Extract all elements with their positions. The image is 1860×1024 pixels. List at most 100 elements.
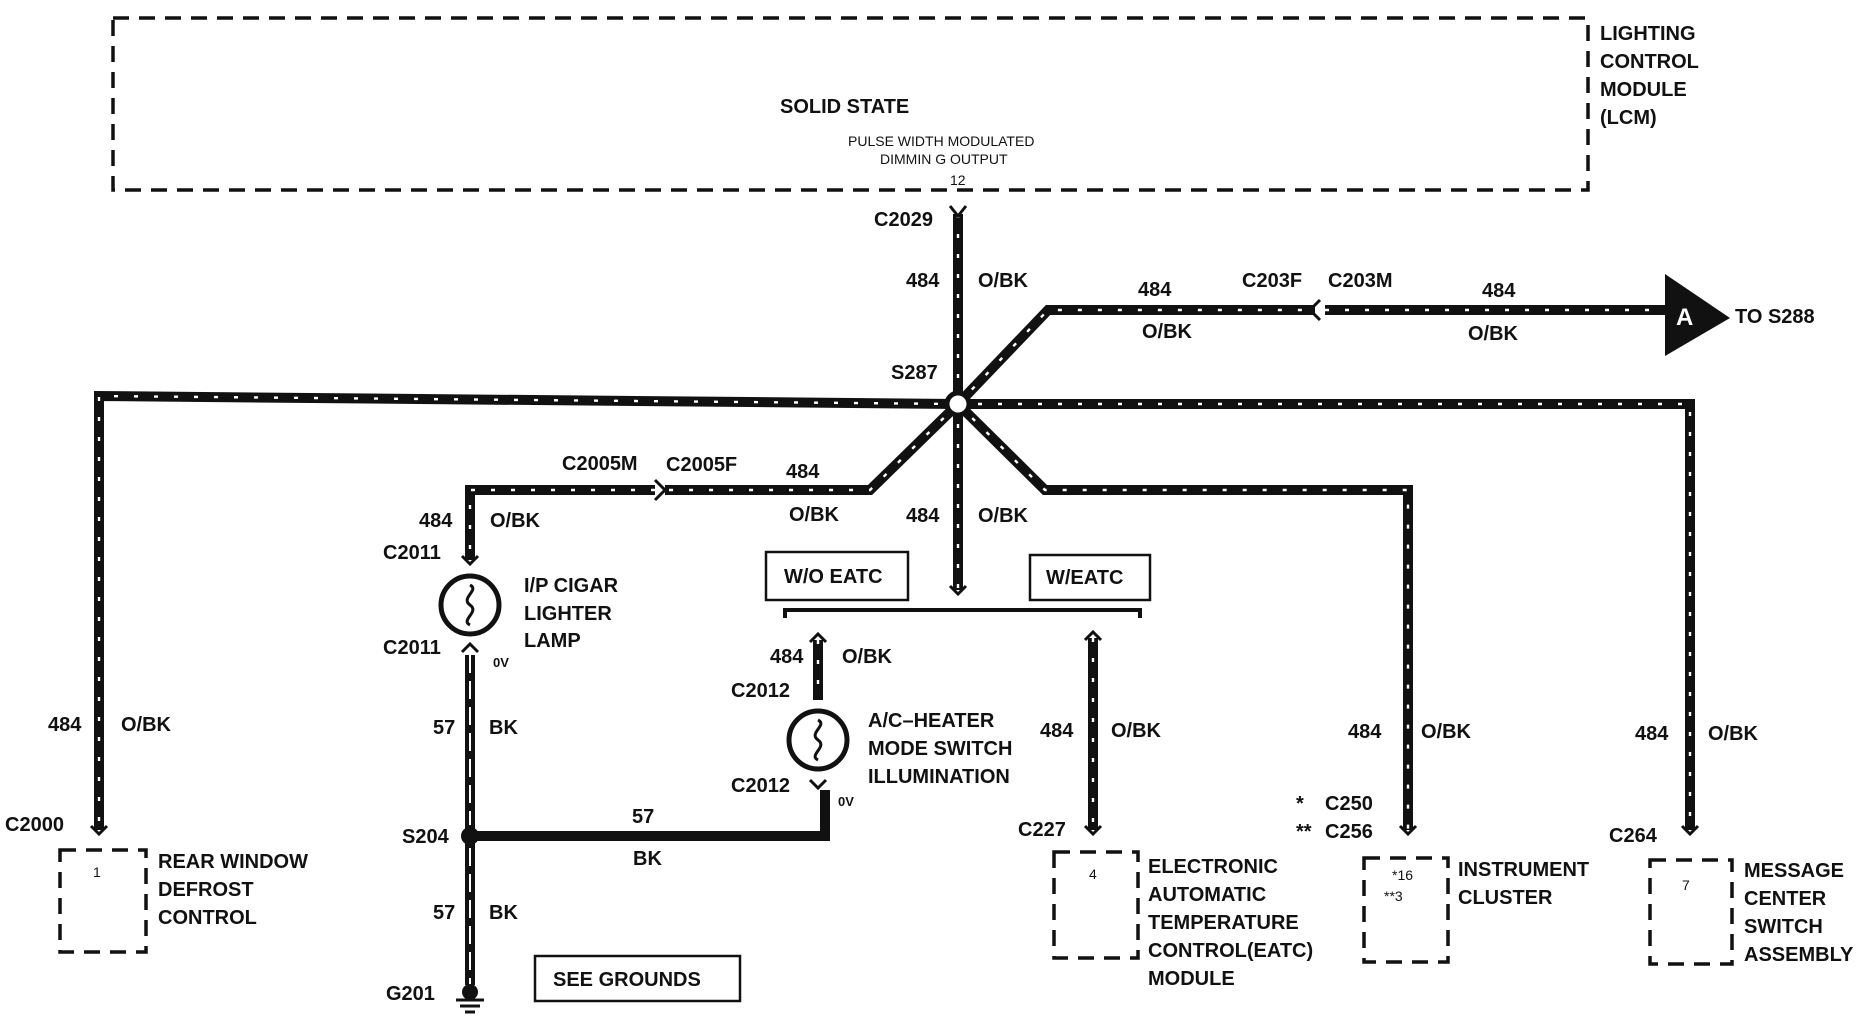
- circuit-num-c2005: 484: [786, 461, 820, 483]
- wo-eatc-tag: W/O EATC: [764, 550, 910, 602]
- message-center-pin: 7: [1682, 877, 1690, 893]
- instrument-cluster-box: [1362, 856, 1450, 964]
- circuit-color-cluster: O/BK: [1421, 721, 1472, 743]
- lcm-name-line1: LIGHTING: [1600, 23, 1696, 45]
- message-center-label-line2: CENTER: [1744, 888, 1827, 910]
- eatc-label-line3: TEMPERATURE: [1148, 912, 1299, 934]
- solid-state-label: SOLID STATE: [780, 96, 909, 118]
- eatc-label-line5: MODULE: [1148, 968, 1235, 990]
- circuit-color-cigar: O/BK: [490, 510, 541, 532]
- circuit-color-center: O/BK: [978, 505, 1029, 527]
- connector-c256-mark: **: [1296, 821, 1312, 843]
- lcm-pin-number: 12: [950, 172, 966, 188]
- circuit-num-eatc: 484: [1040, 720, 1074, 742]
- splice-s204-label: S204: [402, 826, 450, 848]
- cluster-pin-b: **3: [1384, 888, 1403, 904]
- connector-c2011-top: C2011: [383, 542, 441, 564]
- circuit-num-cigar: 484: [419, 510, 453, 532]
- see-grounds-label: SEE GROUNDS: [553, 969, 701, 991]
- message-center-label-line1: MESSAGE: [1744, 860, 1844, 882]
- ground-circuit-num-horizontal: 57: [632, 806, 654, 828]
- ground-circuit-color-upper: BK: [489, 717, 518, 739]
- lcm-name-line3: MODULE: [1600, 79, 1687, 101]
- arrow-letter: A: [1676, 304, 1693, 331]
- to-s288-arrow: A: [1665, 274, 1730, 356]
- eatc-option-bracket: [783, 608, 1142, 618]
- message-center-box: [1648, 858, 1734, 966]
- ground-g201-icon: [456, 984, 484, 1014]
- cigar-lamp-label-line3: LAMP: [524, 630, 581, 652]
- voltage-ac-label: 0V: [838, 794, 854, 809]
- connector-c203m: C203M: [1328, 270, 1392, 292]
- message-center-label-line3: SWITCH: [1744, 916, 1823, 938]
- connector-c227: C227: [1018, 819, 1066, 841]
- circuit-color-ac: O/BK: [842, 646, 893, 668]
- circuit-color-upper-right: O/BK: [1468, 323, 1519, 345]
- circuit-num-ac: 484: [770, 646, 804, 668]
- ground-circuit-num-upper: 57: [433, 717, 455, 739]
- connector-c250: C250: [1325, 793, 1373, 815]
- circuit-color-message-center: O/BK: [1708, 723, 1759, 745]
- circuit-color-c2005: O/BK: [789, 504, 840, 526]
- connector-c256: C256: [1325, 821, 1373, 843]
- splice-s287: [944, 390, 972, 418]
- connector-c2000: C2000: [5, 814, 64, 836]
- circuit-num-center: 484: [906, 505, 940, 527]
- connector-c203f: C203F: [1242, 270, 1302, 292]
- see-grounds-button[interactable]: SEE GROUNDS: [533, 954, 742, 1003]
- pwm-output-label-line1: PULSE WIDTH MODULATED: [848, 133, 1034, 149]
- connector-c2011-bottom: C2011: [383, 637, 441, 659]
- connector-c2012-top: C2012: [731, 680, 790, 702]
- wires-57: [465, 655, 830, 985]
- eatc-label-line2: AUTOMATIC: [1148, 884, 1266, 906]
- cigar-lighter-lamp-icon: [438, 573, 502, 637]
- ac-heater-label-line2: MODE SWITCH: [868, 738, 1012, 760]
- splice-s204: [461, 827, 479, 845]
- connector-c2005m: C2005M: [562, 453, 638, 475]
- circuit-color-eatc: O/BK: [1111, 720, 1162, 742]
- splice-s287-label: S287: [891, 362, 938, 384]
- ac-heater-lamp-icon: [786, 708, 850, 772]
- eatc-pin: 4: [1089, 866, 1097, 882]
- rear-window-pin: 1: [93, 864, 101, 880]
- cigar-lamp-label-line2: LIGHTER: [524, 603, 612, 625]
- to-s288-label: TO S288: [1735, 306, 1815, 328]
- cluster-label-line1: INSTRUMENT: [1458, 859, 1589, 881]
- wires-484: [94, 214, 1695, 830]
- ground-circuit-num-lower: 57: [433, 902, 455, 924]
- eatc-module-box: [1052, 850, 1140, 960]
- eatc-label-line1: ELECTRONIC: [1148, 856, 1278, 878]
- circuit-color-rear-window: O/BK: [121, 714, 172, 736]
- ground-circuit-color-horizontal: BK: [633, 848, 662, 870]
- connector-c250-mark: *: [1296, 793, 1304, 815]
- w-eatc-tag: W/EATC: [1028, 553, 1152, 602]
- cluster-label-line2: CLUSTER: [1458, 887, 1553, 909]
- circuit-num-upper-left: 484: [1138, 279, 1172, 301]
- circuit-color-main: O/BK: [978, 270, 1029, 292]
- connector-c2012-bottom: C2012: [731, 775, 790, 797]
- ground-g201-label: G201: [386, 983, 435, 1005]
- message-center-label-line4: ASSEMBLY: [1744, 944, 1854, 966]
- connector-c2029: C2029: [874, 209, 933, 231]
- cluster-pin-a: *16: [1392, 867, 1413, 883]
- ac-heater-label-line3: ILLUMINATION: [868, 766, 1010, 788]
- eatc-label-line4: CONTROL(EATC): [1148, 940, 1313, 962]
- circuit-num-main: 484: [906, 270, 940, 292]
- circuit-num-rear-window: 484: [48, 714, 82, 736]
- circuit-num-message-center: 484: [1635, 723, 1669, 745]
- rear-window-label-line3: CONTROL: [158, 907, 257, 929]
- pwm-output-label-line2: DIMMIN G OUTPUT: [880, 151, 1008, 167]
- wo-eatc-label: W/O EATC: [784, 566, 883, 588]
- rear-window-defrost-box: [58, 848, 148, 954]
- rear-window-label-line2: DEFROST: [158, 879, 254, 901]
- connector-marks: [89, 205, 1700, 837]
- circuit-num-upper-right: 484: [1482, 280, 1516, 302]
- ac-heater-label-line1: A/C–HEATER: [868, 710, 995, 732]
- lighting-control-module-box: [111, 16, 1590, 192]
- rear-window-label-line1: REAR WINDOW: [158, 851, 308, 873]
- cigar-lamp-label-line1: I/P CIGAR: [524, 575, 619, 597]
- lcm-name-line4: (LCM): [1600, 107, 1657, 129]
- w-eatc-label: W/EATC: [1046, 567, 1123, 589]
- connector-c2005f: C2005F: [666, 454, 737, 476]
